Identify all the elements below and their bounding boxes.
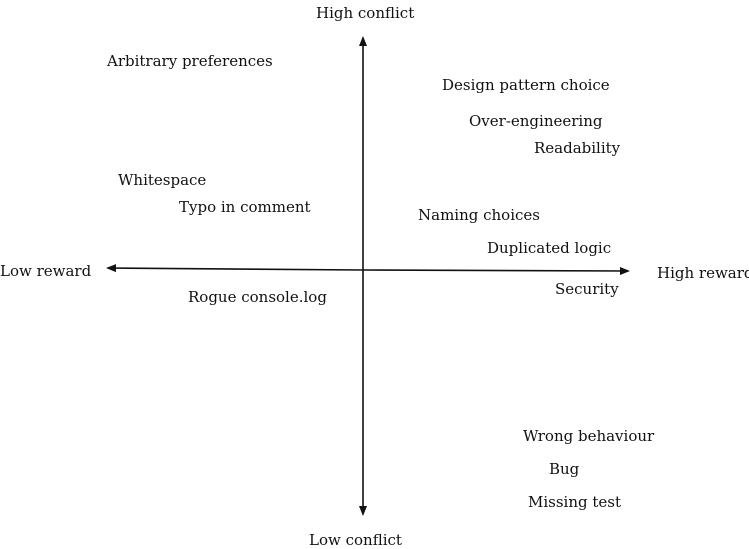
axis-label-low-reward: Low reward xyxy=(0,262,92,280)
horizontal-axis-left xyxy=(106,264,364,273)
axis-label-high-reward: High reward xyxy=(657,264,749,282)
item-bug: Bug xyxy=(549,460,580,478)
axis-label-low-conflict: Low conflict xyxy=(309,531,402,549)
item-security: Security xyxy=(555,280,619,298)
axis-label-high-conflict: High conflict xyxy=(316,4,415,22)
item-whitespace: Whitespace xyxy=(118,171,207,189)
item-naming-choices: Naming choices xyxy=(418,206,540,224)
item-wrong-behaviour: Wrong behaviour xyxy=(523,427,655,445)
item-over-engineering: Over-engineering xyxy=(469,112,603,130)
item-readability: Readability xyxy=(534,139,621,157)
item-duplicated-logic: Duplicated logic xyxy=(487,239,612,257)
horizontal-axis-right xyxy=(362,266,630,275)
item-typo-in-comment: Typo in comment xyxy=(179,198,311,216)
item-rogue-console-log: Rogue console.log xyxy=(188,288,327,306)
item-arbitrary-preferences: Arbitrary preferences xyxy=(107,52,273,70)
item-missing-test: Missing test xyxy=(528,493,622,511)
item-design-pattern-choice: Design pattern choice xyxy=(442,76,610,94)
